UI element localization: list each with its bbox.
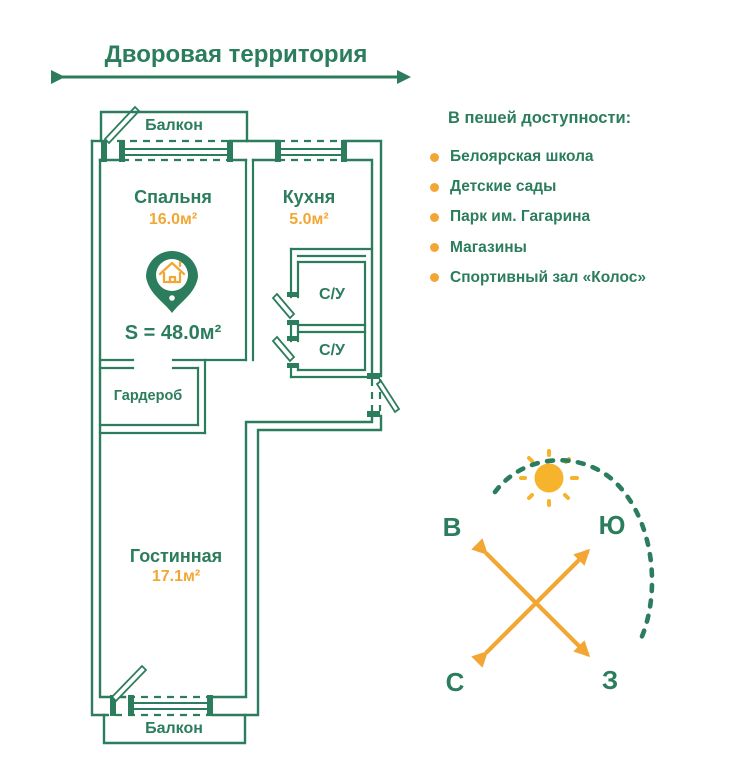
room-label-bedroom: Спальня — [134, 187, 212, 207]
list-item-label: Магазины — [450, 238, 527, 256]
bullet-icon — [430, 152, 439, 162]
list-item-label: Белоярская школа — [450, 148, 594, 166]
house-icon — [158, 260, 186, 284]
sun-path-arc — [492, 457, 655, 644]
balcony-bottom-door-leaf — [110, 664, 148, 703]
window-openings-dashed — [104, 139, 382, 717]
location-pin-icon — [146, 251, 198, 313]
list-item: Парк им. Гагарина — [430, 202, 646, 232]
list-item-label: Парк им. Гагарина — [450, 208, 591, 226]
wc-upper-door-leaf — [271, 292, 296, 320]
room-area-kitchen: 5.0м² — [289, 211, 329, 228]
balcony-bottom-outline — [102, 713, 247, 745]
list-item-label: Спортивный зал «Колос» — [450, 268, 646, 286]
compass-east-label: В — [442, 512, 462, 542]
balcony-bottom-label: Балкон — [145, 720, 203, 737]
list-item: Спортивный зал «Колос» — [430, 263, 646, 293]
room-area-bedroom: 16.0м² — [148, 211, 198, 228]
wc-lower-door-leaf — [271, 335, 296, 363]
room-label-living: Гостинная — [129, 546, 223, 566]
wardrobe-label: Гардероб — [113, 387, 183, 404]
room-area-living: 17.1м² — [151, 568, 201, 585]
windows — [122, 148, 344, 710]
door-leaves — [103, 105, 401, 703]
compass-arrows-icon — [471, 538, 591, 668]
compass-north-label: С — [445, 667, 465, 697]
balcony-top-label: Балкон — [145, 117, 203, 134]
list-item-label: Детские сады — [450, 178, 557, 196]
bullet-icon — [430, 212, 439, 222]
list-item: Детские сады — [430, 172, 646, 202]
bullet-icon — [430, 273, 439, 283]
wc-lower-label: С/У — [319, 342, 345, 359]
window-posts — [101, 140, 380, 716]
walkable-heading: В пешей доступности: — [448, 108, 632, 127]
bullet-icon — [430, 243, 439, 253]
list-item: Белоярская школа — [430, 142, 646, 172]
compass-south-label: Ю — [598, 510, 626, 540]
wc-upper-label: С/У — [319, 286, 345, 303]
list-item: Магазины — [430, 233, 646, 263]
balcony-top-outline — [99, 110, 249, 143]
walkable-list: Белоярская школа Детские сады Парк им. Г… — [430, 142, 646, 293]
entrance-door-leaf — [375, 379, 401, 414]
exterior-walls — [90, 139, 383, 717]
balconies — [99, 110, 249, 745]
total-area-label: S = 48.0м² — [124, 322, 222, 344]
compass-west-label: З — [601, 665, 619, 695]
page-title: Дворовая территория — [104, 41, 368, 68]
bullet-icon — [430, 182, 439, 192]
interior-walls — [98, 158, 374, 435]
room-label-kitchen: Кухня — [282, 187, 336, 207]
